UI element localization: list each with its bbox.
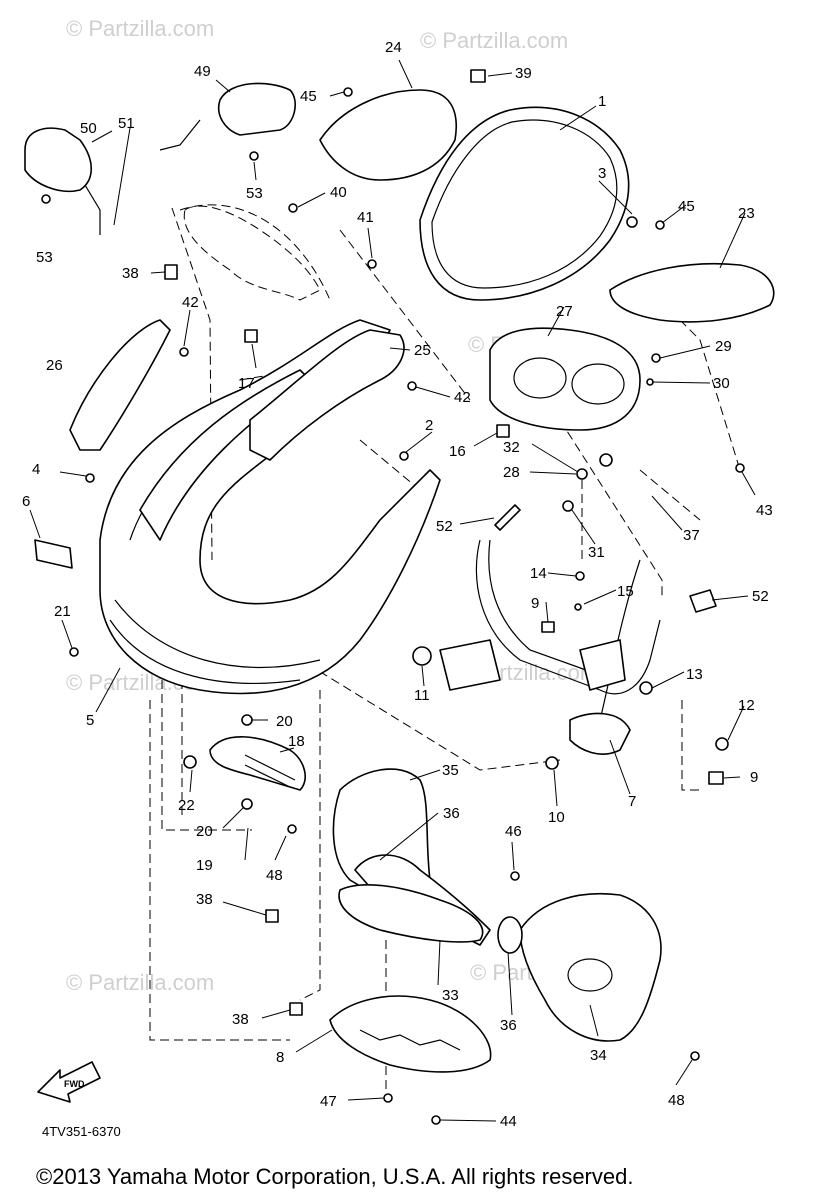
callout-13: 13: [686, 666, 703, 683]
side-panel: [69, 319, 171, 451]
callout-42b: 42: [454, 389, 471, 406]
callout-2: 2: [425, 417, 433, 434]
watermark-text: © Partzilla.com: [66, 16, 214, 41]
fwd-label: FWD: [64, 1079, 85, 1089]
inner-bracket: [183, 205, 321, 301]
callout-7: 7: [628, 793, 636, 810]
callout-labels: 1 2 3 4 5 6 7 8 9 9 10 11 12 13 14 15 16…: [22, 39, 773, 1130]
callout-36: 36: [443, 805, 460, 822]
callout-5: 5: [86, 712, 94, 729]
callout-38c: 38: [232, 1011, 249, 1028]
callout-35: 35: [442, 762, 459, 779]
callout-43: 43: [756, 502, 773, 519]
callout-16: 16: [449, 443, 466, 460]
callout-47: 47: [320, 1093, 337, 1110]
emblem: [34, 539, 73, 569]
callout-10: 10: [548, 809, 565, 826]
callout-23: 23: [738, 205, 755, 222]
callout-12: 12: [738, 697, 755, 714]
upper-cowling: [99, 319, 441, 695]
callout-8: 8: [276, 1049, 284, 1066]
callout-24: 24: [385, 39, 402, 56]
callout-41: 41: [357, 209, 374, 226]
side-duct: [519, 892, 662, 1042]
callout-45: 45: [300, 88, 317, 105]
callout-22: 22: [178, 797, 195, 814]
callout-27: 27: [556, 303, 573, 320]
callout-53b: 53: [246, 185, 263, 202]
leader-lines: [29, 59, 756, 1122]
callout-25: 25: [414, 342, 431, 359]
callout-46: 46: [505, 823, 522, 840]
callout-18: 18: [288, 733, 305, 750]
callout-53: 53: [36, 249, 53, 266]
callout-42: 42: [182, 294, 199, 311]
callout-30: 30: [713, 375, 730, 392]
windshield: [419, 106, 630, 301]
callout-52: 52: [436, 518, 453, 535]
callout-51: 51: [118, 115, 135, 132]
side-covers: [319, 89, 775, 323]
callout-49: 49: [194, 63, 211, 80]
grille: [209, 736, 306, 791]
callout-14: 14: [530, 565, 547, 582]
callout-20b: 20: [196, 823, 213, 840]
callout-40: 40: [330, 184, 347, 201]
callout-17: 17: [238, 375, 255, 392]
callout-37: 37: [683, 527, 700, 544]
callout-4: 4: [32, 461, 40, 478]
callout-44: 44: [500, 1113, 517, 1130]
inner-panel: [249, 329, 405, 461]
callout-39: 39: [515, 65, 532, 82]
cowling-stay: [439, 539, 661, 755]
lower-cover: [329, 995, 492, 1073]
copyright-notice: ©2013 Yamaha Motor Corporation, U.S.A. A…: [36, 1164, 634, 1189]
hardware: [41, 69, 745, 1125]
callout-45b: 45: [678, 198, 695, 215]
callout-28: 28: [503, 464, 520, 481]
callout-21: 21: [54, 603, 71, 620]
hose-clamp: [497, 916, 523, 954]
callout-50: 50: [80, 120, 97, 137]
callout-38: 38: [122, 265, 139, 282]
callout-32: 32: [503, 439, 520, 456]
callout-1: 1: [598, 93, 606, 110]
callout-52b: 52: [752, 588, 769, 605]
watermark-text: © Partzilla.com: [66, 970, 214, 995]
callout-38b: 38: [196, 891, 213, 908]
callout-31: 31: [588, 544, 605, 561]
callout-34: 34: [590, 1047, 607, 1064]
mirrors: [24, 82, 296, 235]
callout-36b: 36: [500, 1017, 517, 1034]
fwd-marker: FWD: [37, 1061, 101, 1103]
meter-panel: [489, 327, 641, 431]
lower-duct: [338, 884, 484, 943]
callout-6: 6: [22, 493, 30, 510]
callout-20: 20: [276, 713, 293, 730]
callout-33: 33: [442, 987, 459, 1004]
callout-19: 19: [196, 857, 213, 874]
callout-48b: 48: [668, 1092, 685, 1109]
callout-29: 29: [715, 338, 732, 355]
callout-11: 11: [414, 687, 430, 704]
callout-26: 26: [46, 357, 63, 374]
diagram-code: 4TV351-6370: [42, 1124, 121, 1139]
callout-3: 3: [598, 165, 606, 182]
callout-48: 48: [266, 867, 283, 884]
watermark-text: © Partzilla.com: [420, 28, 568, 53]
callout-9b: 9: [750, 769, 758, 786]
callout-9: 9: [531, 595, 539, 612]
callout-15: 15: [617, 583, 634, 600]
